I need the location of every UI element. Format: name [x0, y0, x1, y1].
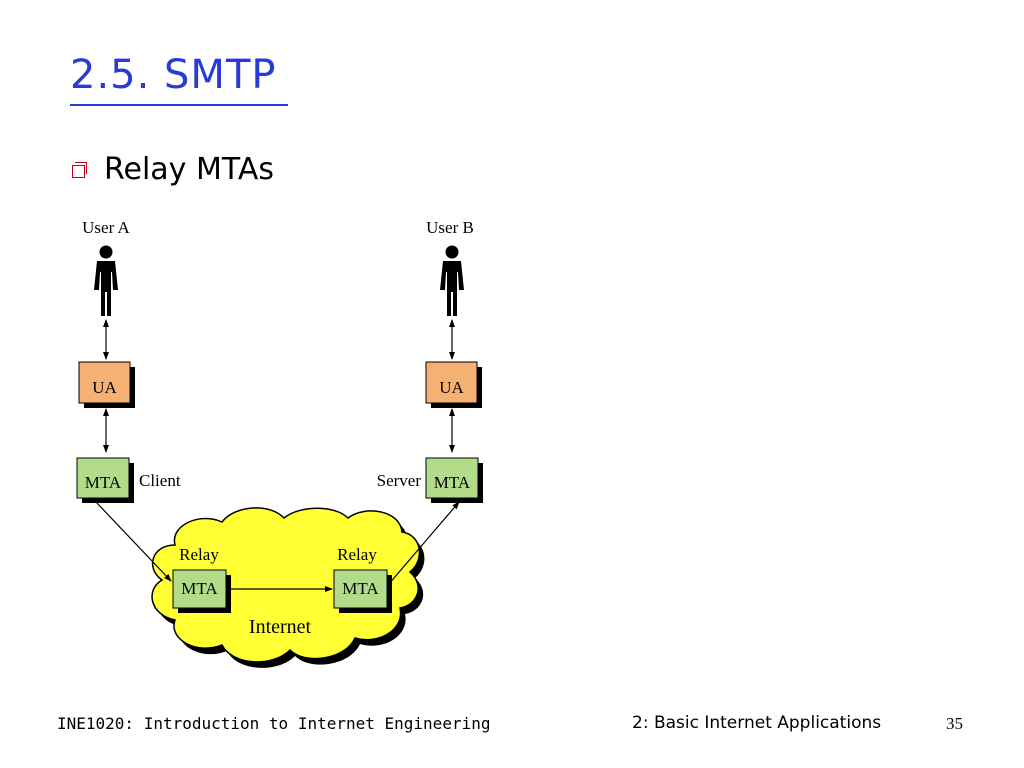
user-b-person-icon [440, 245, 464, 316]
relay-left-mta-box: MTA [172, 569, 231, 613]
relay-right-mta-label: MTA [342, 579, 379, 598]
footer-course: INE1020: Introduction to Internet Engine… [57, 714, 491, 733]
mta-client-label: MTA [85, 473, 122, 492]
relay-right-label: Relay [337, 545, 377, 564]
relay-to-server-arrow [387, 501, 460, 586]
mta-server-label: MTA [434, 473, 471, 492]
mta-client-box: MTA [76, 457, 134, 503]
footer-chapter: 2: Basic Internet Applications [632, 713, 882, 733]
server-label: Server [377, 471, 422, 490]
client-label: Client [139, 471, 181, 490]
slide-title: 2.5. SMTP [70, 52, 277, 98]
page-number: 35 [946, 714, 963, 733]
user-b-label: User B [426, 218, 474, 237]
internet-label: Internet [249, 616, 312, 638]
ua-right-label: UA [439, 378, 464, 397]
relay-right-mta-box: MTA [333, 569, 392, 613]
ua-left-label: UA [92, 378, 117, 397]
ua-left-box: UA [78, 361, 135, 408]
internet-cloud [151, 507, 425, 668]
title-underline [70, 104, 288, 106]
ua-right-box: UA [425, 361, 482, 408]
square-bullet-icon [72, 162, 87, 178]
client-to-relay-arrow [95, 501, 172, 582]
mta-server-box: MTA [425, 457, 483, 503]
user-a-person-icon [94, 245, 118, 316]
bullet-item: Relay MTAs [72, 152, 274, 187]
bullet-text: Relay MTAs [104, 152, 274, 187]
relay-left-mta-label: MTA [181, 579, 218, 598]
relay-left-label: Relay [179, 545, 219, 564]
user-a-label: User A [82, 218, 130, 237]
